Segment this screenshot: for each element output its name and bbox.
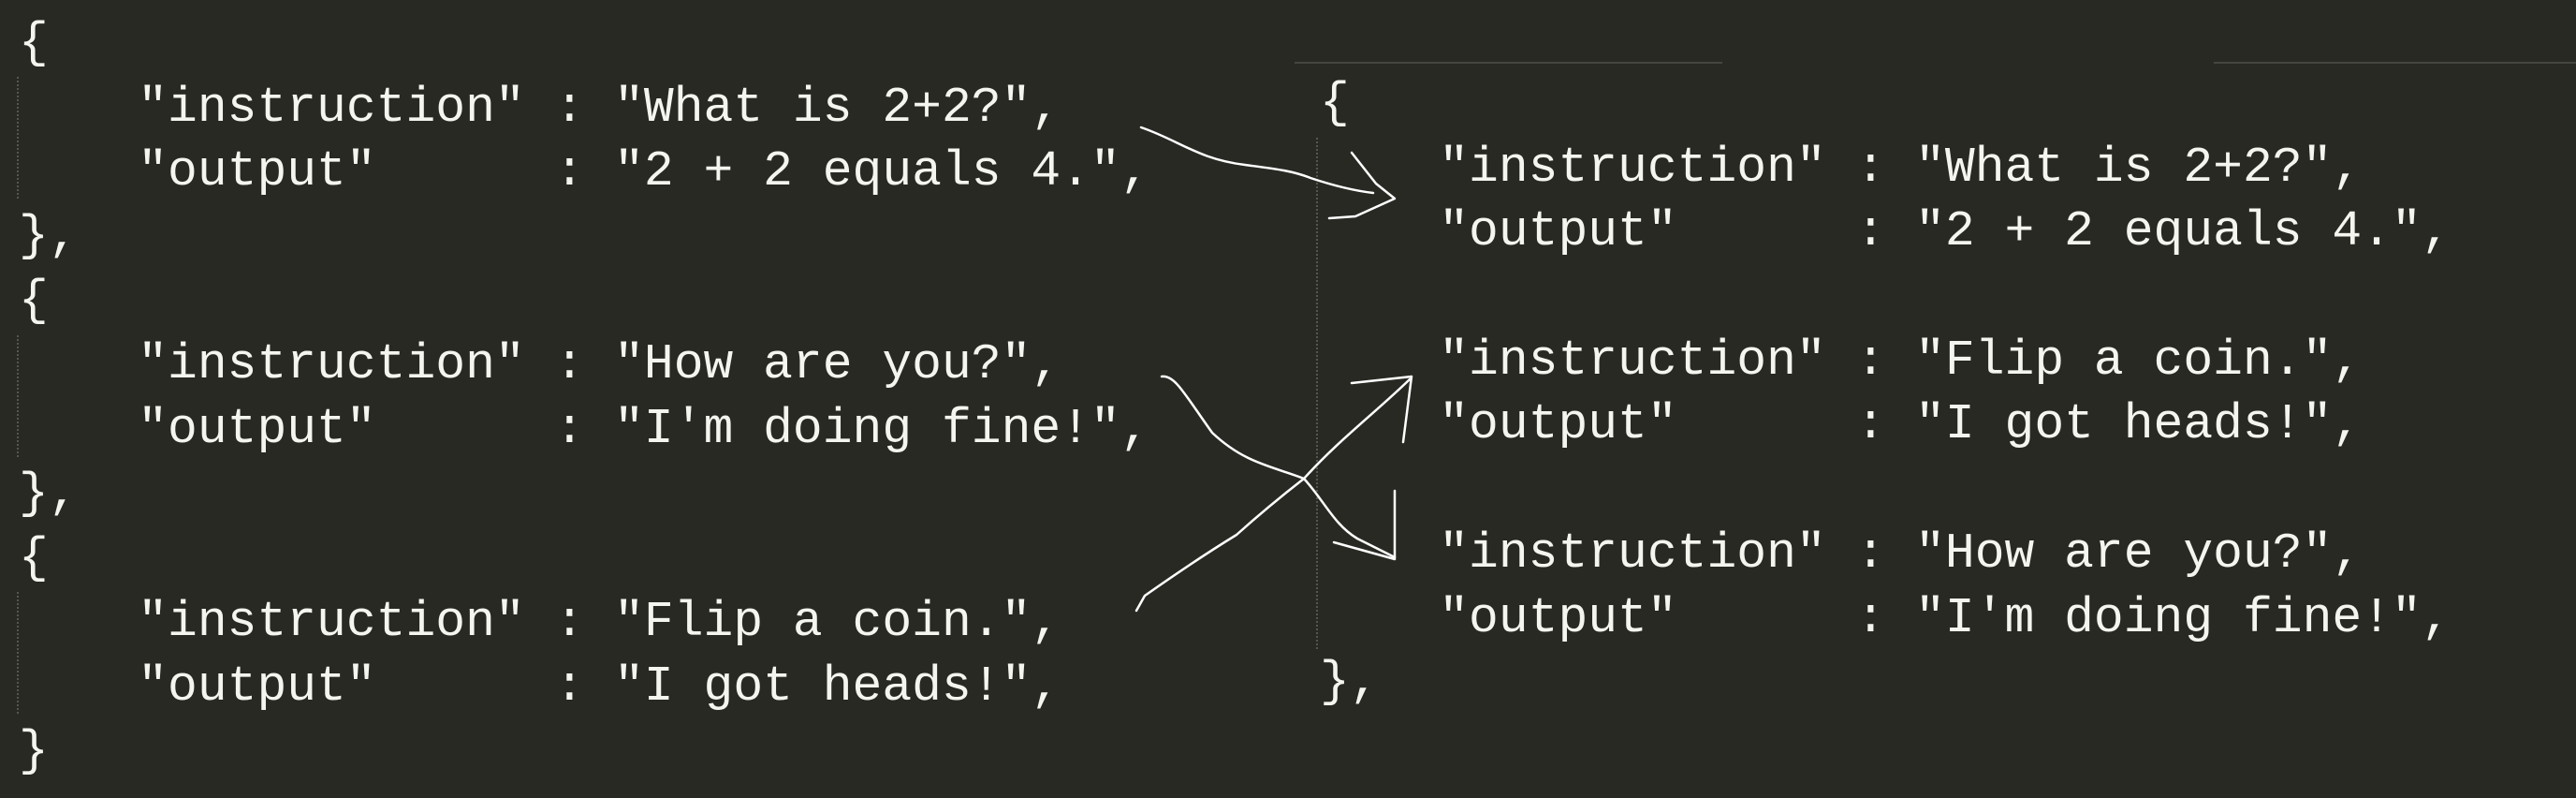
- code-line: },: [19, 208, 79, 265]
- code-line: "instruction" : "Flip a coin.",: [19, 594, 1061, 651]
- code-line: "output" : "I got heads!",: [19, 658, 1061, 715]
- code-line: "instruction" : "What is 2+2?",: [19, 79, 1061, 136]
- code-line: "instruction" : "How are you?",: [19, 336, 1061, 393]
- code-line: },: [1320, 654, 1380, 711]
- right-code-block[interactable]: { "instruction" : "What is 2+2?", "outpu…: [1320, 71, 2452, 715]
- code-line: "output" : "I'm doing fine!",: [19, 401, 1150, 458]
- code-line: "instruction" : "How are you?",: [1320, 525, 2363, 582]
- code-line: "output" : "I got heads!",: [1320, 396, 2363, 453]
- indent-guide: [1316, 138, 1318, 649]
- arrow-icon: [1134, 375, 1413, 613]
- arrow-icon: [1139, 126, 1397, 220]
- code-line: {: [19, 15, 49, 71]
- divider-line: [1295, 62, 1722, 64]
- left-code-block[interactable]: { "instruction" : "What is 2+2?", "outpu…: [19, 11, 1150, 783]
- code-line: {: [19, 529, 49, 586]
- code-line: },: [19, 465, 79, 522]
- indent-guide: [17, 77, 19, 199]
- code-line: "output" : "2 + 2 equals 4.",: [19, 143, 1150, 200]
- divider-line: [2214, 62, 2576, 64]
- code-line: {: [19, 272, 49, 329]
- code-line: "output" : "2 + 2 equals 4.",: [1320, 203, 2452, 260]
- arrow-icon: [1160, 375, 1397, 561]
- code-line: "output" : "I'm doing fine!",: [1320, 589, 2452, 646]
- code-line: {: [1320, 75, 1350, 131]
- indent-guide: [17, 335, 19, 457]
- code-line: }: [19, 722, 49, 779]
- code-line: "instruction" : "What is 2+2?",: [1320, 139, 2363, 196]
- indent-guide: [17, 592, 19, 714]
- code-line: "instruction" : "Flip a coin.",: [1320, 332, 2363, 389]
